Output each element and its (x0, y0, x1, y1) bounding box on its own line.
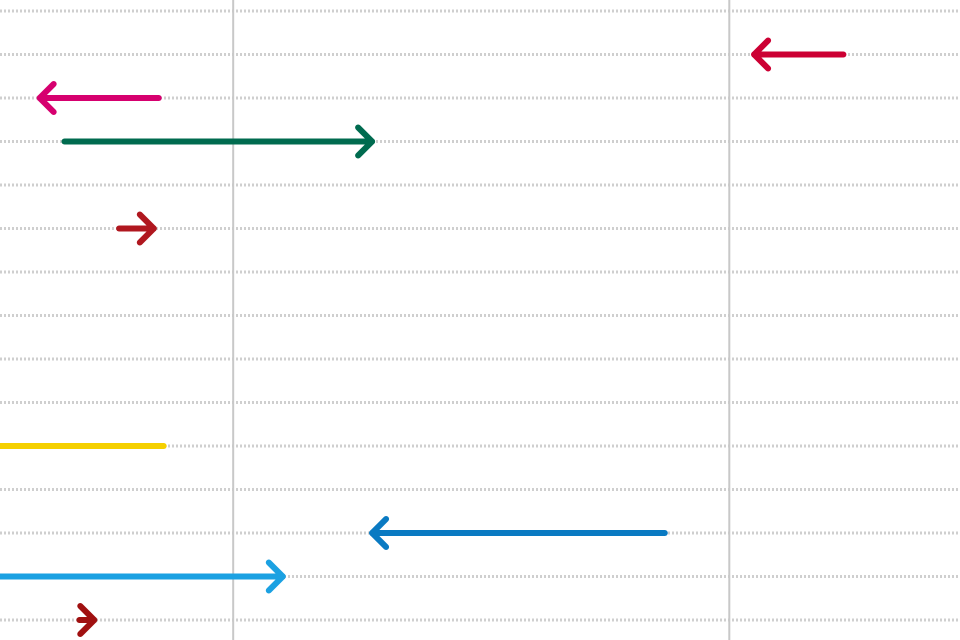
arrow-mark (751, 37, 847, 72)
arrow-mark (61, 124, 376, 159)
arrow-head (369, 516, 390, 550)
arrow-head (77, 603, 98, 637)
arrow-mark (369, 516, 668, 550)
arrow-mark (76, 603, 98, 637)
arrow-head (355, 124, 376, 159)
arrow-head (265, 559, 286, 594)
row-gridlines (0, 9, 960, 622)
arrow-mark (36, 81, 162, 115)
arrow-mark (0, 559, 286, 594)
arrow-head (136, 211, 157, 246)
arrow-head (36, 81, 57, 115)
arrow-mark (116, 211, 157, 246)
major-gridlines (232, 0, 731, 640)
arrow-head (751, 37, 772, 72)
arrow-series (0, 37, 847, 637)
